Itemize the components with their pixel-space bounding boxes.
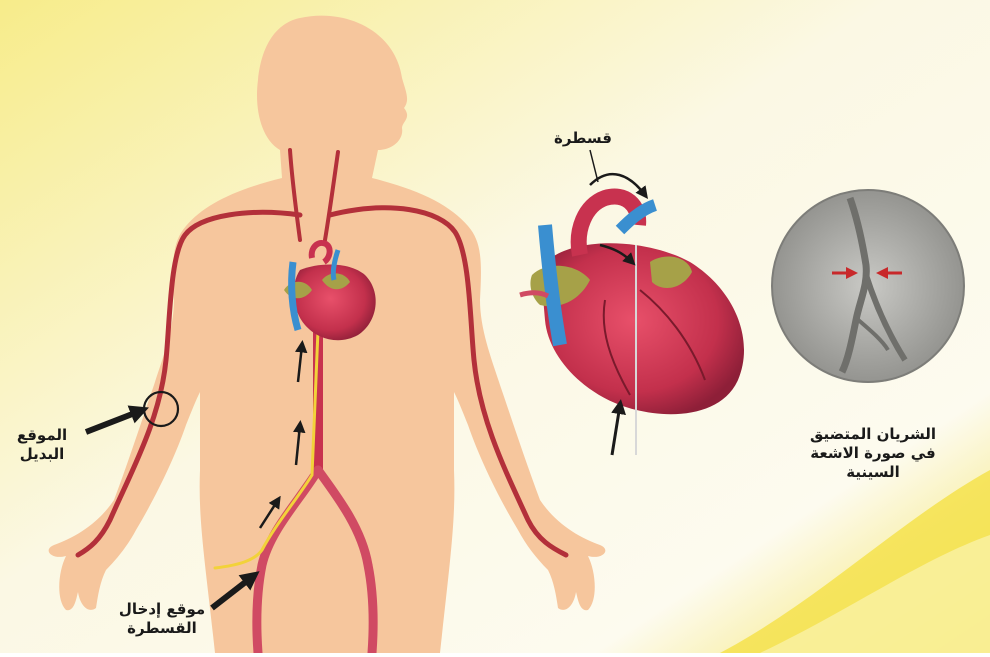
catheter-label-text: قسطرة — [543, 129, 623, 148]
insertion-site-label: موقع إدخال القسطرة — [102, 600, 222, 638]
narrowed-artery-line-1: الشريان المتضيق — [798, 425, 948, 444]
narrowed-artery-line-3: السينية — [798, 463, 948, 482]
catheter-label: قسطرة — [543, 129, 623, 148]
insertion-site-line-2: القسطرة — [102, 619, 222, 638]
alternative-site-label: الموقع البديل — [2, 426, 82, 464]
insertion-site-line-1: موقع إدخال — [102, 600, 222, 619]
alternative-site-line-2: البديل — [2, 445, 82, 464]
alternative-site-line-1: الموقع — [2, 426, 82, 445]
narrowed-artery-line-2: في صورة الاشعة — [798, 444, 948, 463]
xray-view — [772, 190, 964, 382]
narrowed-artery-label: الشريان المتضيق في صورة الاشعة السينية — [798, 425, 948, 482]
